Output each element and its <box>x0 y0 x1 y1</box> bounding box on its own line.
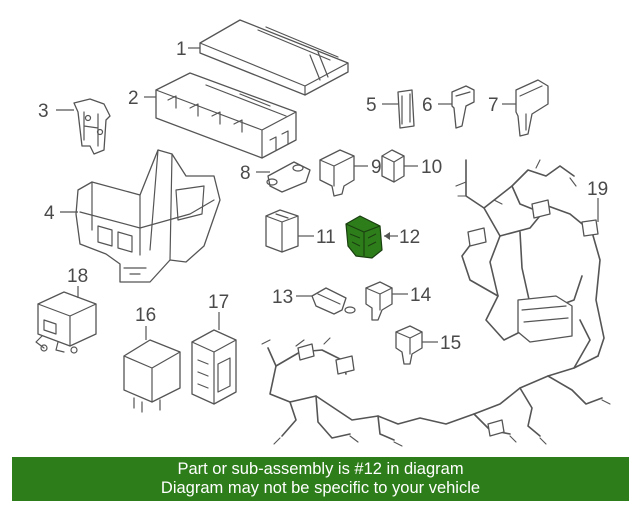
callout-18: 18 <box>67 266 88 287</box>
callout-6: 6 <box>422 95 433 116</box>
part-15-blade-fuse: 15 <box>395 325 461 365</box>
callout-15: 15 <box>440 333 461 354</box>
info-banner: Part or sub-assembly is #12 in diagram D… <box>12 457 629 501</box>
callout-19: 19 <box>587 179 608 200</box>
part-1-fuse-box-cover: 1 <box>176 19 349 96</box>
part-17-relay-bracket: 17 <box>191 292 237 405</box>
callout-1: 1 <box>176 39 187 60</box>
part-18-relay: 18 <box>35 266 97 354</box>
part-4-mounting-tray: 4 <box>44 149 221 283</box>
part-9-cartridge-fuse: 9 <box>319 149 382 197</box>
part-16-relay-module: 16 <box>123 305 181 413</box>
callout-2: 2 <box>128 88 139 109</box>
part-3-bracket: 3 <box>38 98 111 155</box>
parts-diagram: 1 2 3 4 5 <box>35 19 611 447</box>
callout-17: 17 <box>208 292 229 313</box>
part-13-glass-fuse: 13 <box>272 287 356 315</box>
banner-part-line: Part or sub-assembly is #12 in diagram <box>177 460 464 478</box>
callout-5: 5 <box>366 95 377 116</box>
callout-16: 16 <box>135 305 156 326</box>
part-6-blade-fuse: 6 <box>422 85 475 129</box>
part-12-relay-highlighted: 12 <box>345 215 420 259</box>
callout-4: 4 <box>44 203 55 224</box>
part-8-fusible-link: 8 <box>240 161 311 193</box>
callout-3: 3 <box>38 101 49 122</box>
callout-10: 10 <box>421 157 442 178</box>
lower-wiring-harness <box>261 319 611 447</box>
callout-13: 13 <box>272 287 293 308</box>
callout-11: 11 <box>316 227 336 248</box>
callout-9: 9 <box>371 157 382 178</box>
callout-14: 14 <box>410 285 432 306</box>
part-5-connector-clip: 5 <box>366 89 415 129</box>
part-10-fuse: 10 <box>381 149 442 183</box>
callout-12: 12 <box>399 227 420 248</box>
part-19-wiring-harness: 19 <box>455 159 608 357</box>
callout-8: 8 <box>240 163 251 184</box>
banner-disclaimer-line: Diagram may not be specific to your vehi… <box>160 479 481 497</box>
part-14-blade-fuse: 14 <box>365 281 432 321</box>
part-7-maxi-fuse: 7 <box>488 79 549 137</box>
callout-7: 7 <box>488 95 499 116</box>
part-11-terminal-cover: 11 <box>265 209 336 253</box>
part-2-fuse-box-housing: 2 <box>128 72 297 159</box>
